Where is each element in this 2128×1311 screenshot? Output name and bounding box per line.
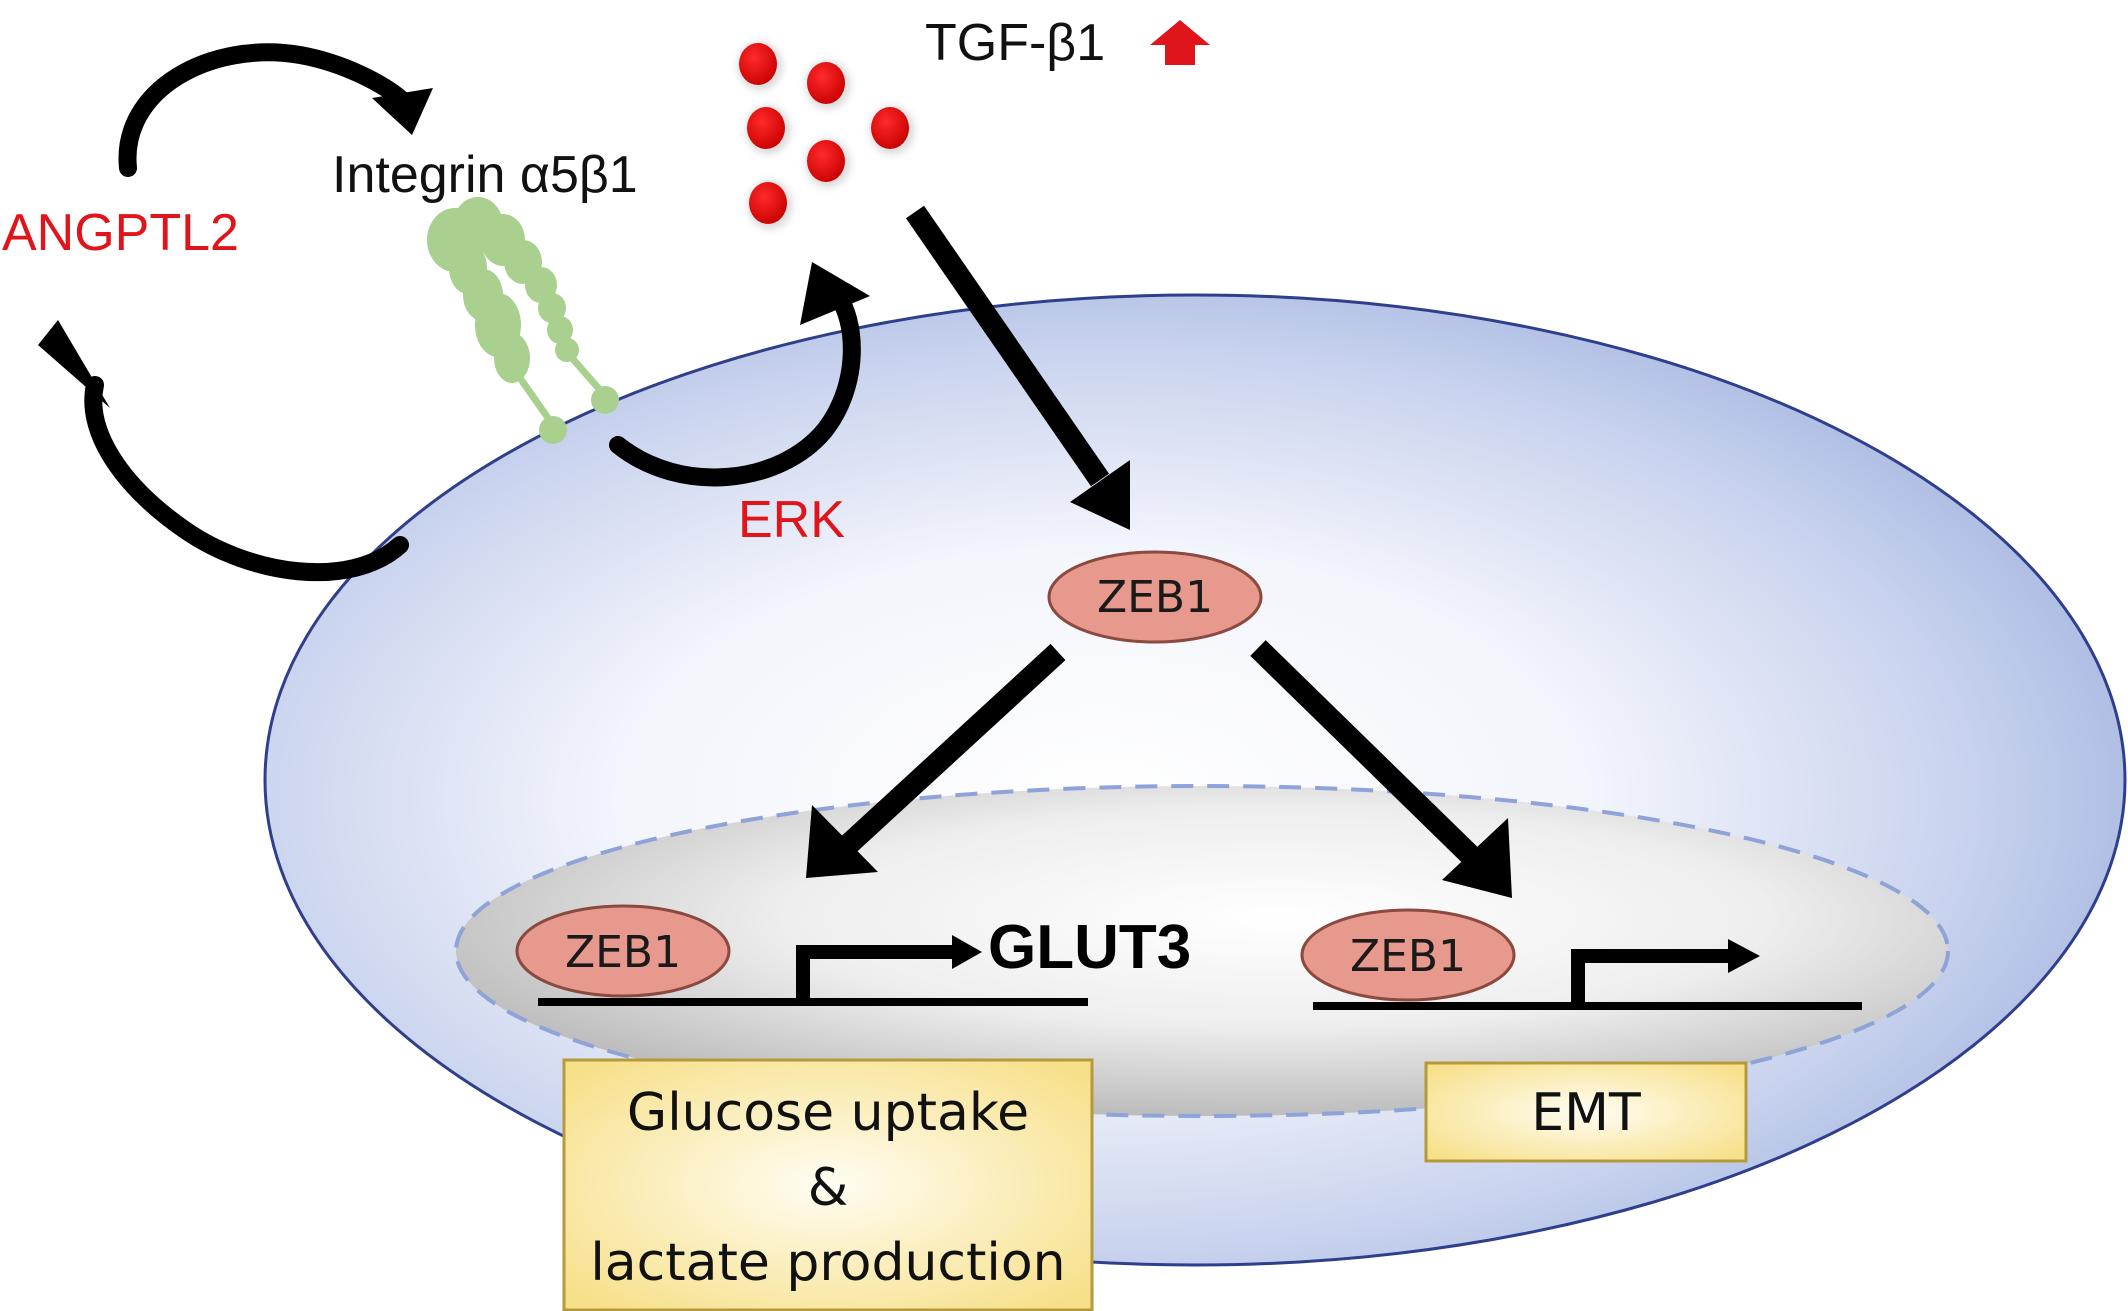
tgf-dot	[749, 182, 787, 224]
integrin-label: Integrin α5β1	[332, 146, 638, 204]
emt-promoter: ZEB1	[1300, 908, 1862, 1010]
zeb1-emt-bound	[1300, 908, 1516, 1002]
tgf-dot	[739, 43, 777, 85]
emt-box-label: EMT	[1531, 1083, 1641, 1143]
erk-label: ERK	[738, 491, 845, 549]
zeb1-cytoplasmic: ZEB1	[1047, 550, 1263, 644]
glucose-uptake-line2: &	[808, 1158, 849, 1218]
erk-to-tgf-loop-arrow	[609, 262, 870, 487]
glucose-uptake-line3: lactate production	[590, 1233, 1065, 1293]
tgf-dot	[807, 62, 845, 104]
zeb1-glut3-label: ZEB1	[565, 927, 681, 978]
zeb1-emt-label: ZEB1	[1350, 931, 1466, 982]
glut3-gene-label: GLUT3	[988, 913, 1191, 982]
tgf-label: TGF-β1	[925, 14, 1105, 72]
zeb1-to-emt-arrow	[1250, 640, 1512, 898]
tgf-dot	[807, 140, 845, 182]
tgf-dot	[871, 107, 909, 149]
emt-box: EMT	[1424, 1061, 1748, 1163]
zeb1-glut3-bound	[515, 904, 731, 998]
glut3-promoter: ZEB1 GLUT3	[515, 904, 1191, 1006]
angptl2-integrin-loop-arrow	[118, 43, 433, 177]
glucose-uptake-line1: Glucose uptake	[627, 1083, 1029, 1143]
angptl2-label: ANGPTL2	[2, 204, 239, 262]
tgf-dot	[747, 107, 785, 149]
cell-to-angptl2-loop-arrow	[38, 320, 409, 582]
tgf-beta1-ligands	[738, 42, 914, 229]
tgf-to-zeb1-arrow	[905, 205, 1130, 530]
zeb1-cytoplasmic-label: ZEB1	[1097, 572, 1213, 623]
zeb1-to-glut3-arrow	[806, 643, 1066, 878]
red-up-arrow-icon	[1150, 20, 1210, 65]
integrin-receptor	[427, 197, 619, 444]
glucose-uptake-box: Glucose uptake & lactate production	[562, 1058, 1094, 1311]
